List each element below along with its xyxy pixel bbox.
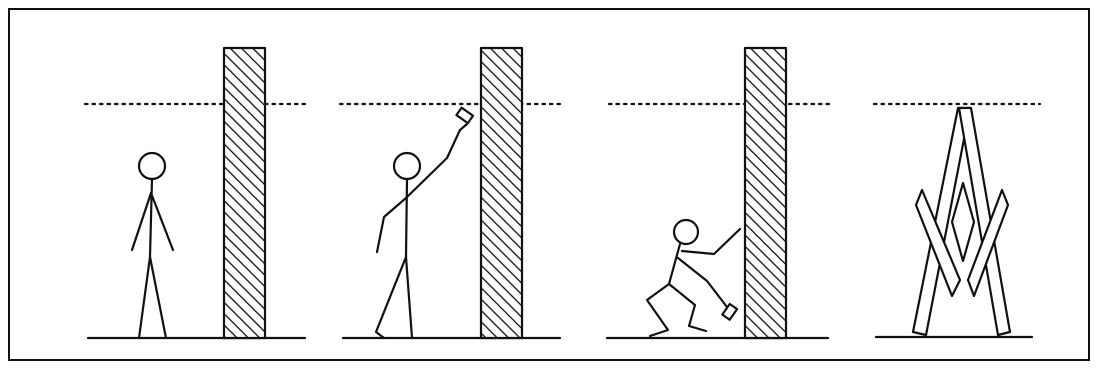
hatched-pillar xyxy=(481,48,522,338)
hatched-pillar xyxy=(224,48,265,338)
hatched-pillar xyxy=(745,48,786,338)
